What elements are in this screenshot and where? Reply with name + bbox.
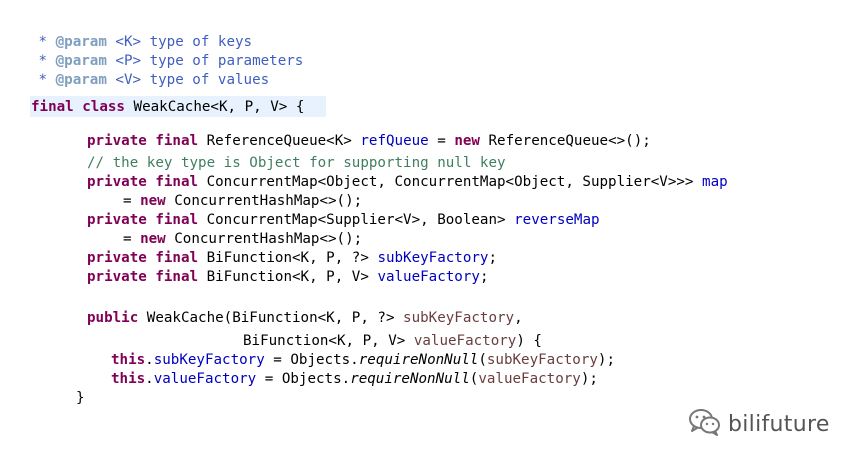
keyword-new: new (140, 193, 166, 209)
code-line-6: // the key type is Object for supporting… (87, 154, 506, 172)
parameter-type: BiFunction<K, P, V> (243, 333, 414, 349)
method-call: requireNonNull (358, 352, 479, 368)
method-call: requireNonNull (350, 371, 470, 387)
wechat-icon (688, 408, 722, 440)
operator: = (123, 231, 141, 247)
code-line-2: * @param <P> type of parameters (30, 52, 304, 70)
constructor-signature: WeakCache(BiFunction<K, P, ?> (138, 310, 404, 326)
code-line-1: * @param <K> type of keys (30, 33, 253, 51)
semicolon: ; (479, 269, 489, 285)
javadoc-tag: @param (55, 53, 107, 69)
keyword-final: final (155, 133, 199, 149)
argument: valueFactory (478, 371, 581, 387)
field-name: map (702, 174, 728, 190)
comment-star: * (30, 53, 56, 69)
code-line-13: public WeakCache(BiFunction<K, P, ?> sub… (87, 309, 523, 327)
operator: = (123, 193, 141, 209)
comment-star: * (30, 72, 56, 88)
code-line-4: final class WeakCache<K, P, V> { (31, 98, 304, 116)
javadoc-text: <V> type of values (106, 72, 270, 88)
argument: subKeyFactory (486, 352, 598, 368)
assignment: = Objects. (264, 352, 359, 368)
code-line-11: private final BiFunction<K, P, ?> subKey… (87, 249, 497, 267)
initializer: ReferenceQueue<>(); (479, 133, 651, 149)
keyword-new: new (454, 133, 480, 149)
field-name: valueFactory (153, 371, 257, 387)
comma: , (514, 310, 523, 326)
keyword-class: class (82, 99, 125, 115)
parameter-name: subKeyFactory (403, 310, 515, 326)
field-type: ReferenceQueue<K> (198, 133, 361, 149)
assignment: = Objects. (256, 371, 351, 387)
field-type: ConcurrentMap<Object, ConcurrentMap<Obje… (198, 174, 703, 190)
code-line-5: private final ReferenceQueue<K> refQueue… (87, 132, 651, 150)
paren-open: ( (478, 352, 487, 368)
code-line-8: = new ConcurrentHashMap<>(); (123, 192, 362, 210)
keyword-final: final (155, 250, 199, 266)
field-name: reverseMap (514, 212, 600, 228)
code-line-10: = new ConcurrentHashMap<>(); (123, 230, 362, 248)
parameter-name: valueFactory (413, 333, 517, 349)
code-line-3: * @param <V> type of values (30, 71, 270, 89)
keyword-final: final (31, 99, 74, 115)
keyword-this: this (111, 371, 146, 387)
keyword-private: private (87, 133, 147, 149)
javadoc-tag: @param (55, 34, 107, 50)
field-name: subKeyFactory (153, 352, 265, 368)
javadoc-text: <K> type of keys (106, 34, 253, 50)
javadoc-tag: @param (55, 72, 107, 88)
keyword-final: final (155, 269, 199, 285)
dot: . (145, 352, 154, 368)
keyword-private: private (87, 174, 147, 190)
comment-star: * (30, 34, 56, 50)
keyword-private: private (87, 250, 147, 266)
code-line-7: private final ConcurrentMap<Object, Conc… (87, 173, 728, 191)
class-declaration: WeakCache<K, P, V> { (124, 99, 305, 115)
brace-close: } (76, 390, 85, 406)
watermark: bilifuture (688, 407, 830, 441)
field-name: valueFactory (377, 269, 480, 285)
javadoc-text: <P> type of parameters (106, 53, 304, 69)
keyword-final: final (155, 174, 199, 190)
keyword-this: this (111, 352, 146, 368)
line-comment: // the key type is Object for supporting… (87, 155, 506, 171)
field-name: refQueue (360, 133, 429, 149)
paren-close: ); (597, 352, 616, 368)
keyword-final: final (155, 212, 199, 228)
code-line-9: private final ConcurrentMap<Supplier<V>,… (87, 211, 600, 229)
field-type: BiFunction<K, P, ?> (198, 250, 378, 266)
code-line-14: BiFunction<K, P, V> valueFactory) { (243, 332, 542, 350)
paren-open: ( (469, 371, 479, 387)
operator: = (428, 133, 455, 149)
code-line-12: private final BiFunction<K, P, V> valueF… (87, 268, 488, 286)
paren-close: ); (580, 371, 598, 387)
code-line-17: } (76, 389, 85, 407)
field-type: BiFunction<K, P, V> (198, 269, 378, 285)
initializer: ConcurrentHashMap<>(); (165, 231, 363, 247)
watermark-text: bilifuture (728, 411, 830, 437)
keyword-public: public (87, 310, 139, 326)
field-name: subKeyFactory (377, 250, 489, 266)
field-type: ConcurrentMap<Supplier<V>, Boolean> (198, 212, 515, 228)
semicolon: ; (488, 250, 498, 266)
keyword-private: private (87, 269, 147, 285)
code-line-16: this.valueFactory = Objects.requireNonNu… (111, 370, 598, 388)
current-line-highlight (30, 96, 326, 117)
dot: . (145, 371, 154, 387)
keyword-private: private (87, 212, 147, 228)
brace-open: ) { (516, 333, 542, 349)
keyword-new: new (140, 231, 166, 247)
initializer: ConcurrentHashMap<>(); (165, 193, 363, 209)
code-line-15: this.subKeyFactory = Objects.requireNonN… (111, 351, 615, 369)
